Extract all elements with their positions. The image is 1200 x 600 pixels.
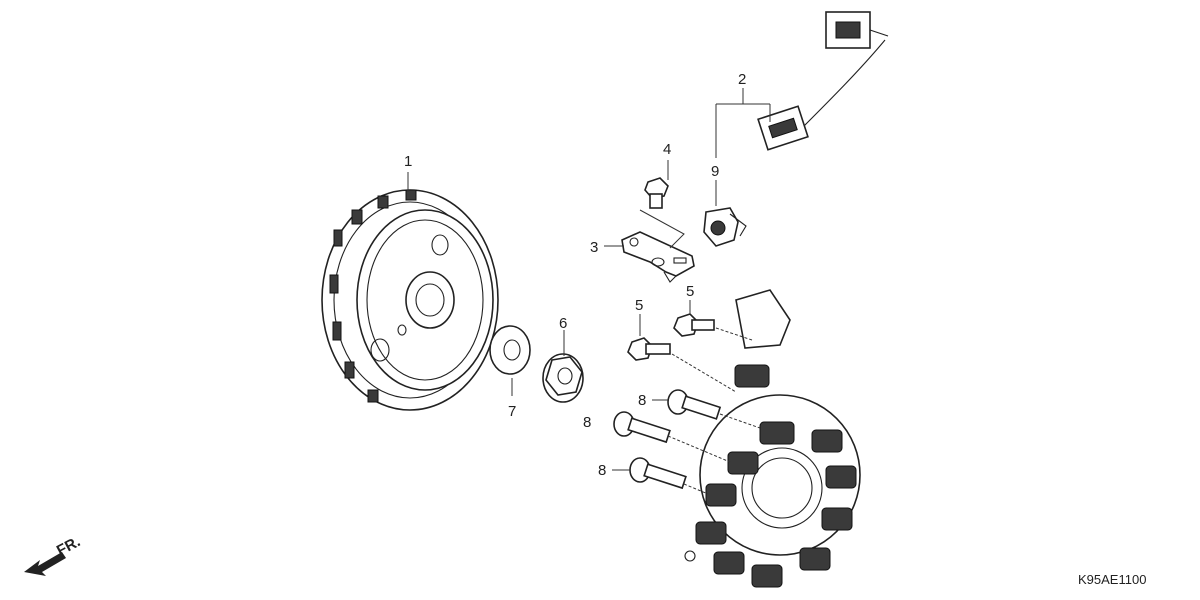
callout-8a: 8: [638, 392, 646, 409]
grommet-part[interactable]: [703, 207, 747, 247]
bolt-part-8b[interactable]: [613, 411, 671, 444]
flywheel-part[interactable]: [321, 189, 499, 411]
bolt-part-8a[interactable]: [667, 389, 722, 420]
callouts: 1 2 3 4 5 5 6 7 8 8 8 9: [404, 71, 746, 479]
diagram-code: K95AE1100: [1078, 572, 1146, 587]
callout-5b: 5: [686, 283, 694, 300]
washer-part[interactable]: [489, 325, 531, 375]
callout-8c: 8: [598, 462, 606, 479]
callout-4: 4: [663, 141, 671, 158]
bolt-part-5a[interactable]: [627, 337, 671, 361]
callout-3: 3: [590, 239, 598, 256]
bolt-part-4[interactable]: [644, 177, 669, 209]
callout-7: 7: [508, 403, 516, 420]
stator-part[interactable]: [684, 11, 889, 588]
callout-6: 6: [559, 315, 567, 332]
bracket-plate-part[interactable]: [621, 231, 695, 283]
callout-9: 9: [711, 163, 719, 180]
bolt-part-8c[interactable]: [629, 457, 687, 490]
flange-nut-part[interactable]: [542, 353, 584, 403]
direction-arrow-icon: [24, 552, 66, 576]
callout-1: 1: [404, 153, 412, 170]
leader-lines: [407, 88, 771, 495]
front-direction-indicator: FR.: [24, 533, 83, 576]
bolt-part-5b[interactable]: [673, 313, 715, 337]
callout-2: 2: [738, 71, 746, 88]
callout-5a: 5: [635, 297, 643, 314]
callout-8b: 8: [583, 414, 591, 431]
